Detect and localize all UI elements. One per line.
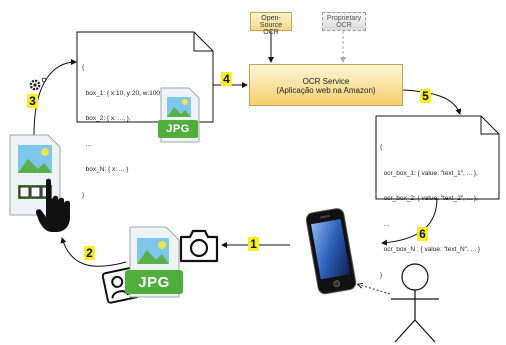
jpg-label-small: JPG	[166, 123, 190, 135]
hand-cursor-icon	[36, 178, 70, 232]
image-file-icon	[158, 87, 200, 143]
boxes-line-5: box_N: { x: ... }	[82, 166, 129, 173]
open-source-ocr-label-line-2: OCR	[263, 29, 279, 36]
step-badge-1: 1	[248, 237, 259, 251]
step-badge-5: 5	[420, 89, 431, 103]
jpg-label-large: JPG	[138, 274, 170, 291]
proprietary-ocr-label-line-1: Proprietary	[326, 15, 362, 22]
ocr-service-box: OCR Service (Aplicação web na Amazon)	[249, 64, 403, 106]
boxes-line-3: box_2: { x: ..., },	[82, 115, 131, 122]
results-line-5: ocr_box_N : { value: "text_N", ... }	[380, 246, 480, 253]
boxes-line-6: }	[82, 191, 85, 199]
results-line-2: ocr_box_1: { value: "text_1", ... },	[380, 169, 478, 177]
boxes-json-text: { box_1: { x:10, y:20, w:100, h: 20 }, b…	[82, 47, 184, 217]
step-badge-3: 3	[27, 94, 38, 108]
results-line-1: {	[380, 144, 383, 151]
boxes-line-1: {	[82, 64, 85, 71]
ocr-results-document	[375, 115, 500, 200]
arrow-step-2	[60, 237, 127, 267]
proprietary-ocr-label-line-2: OCR	[336, 22, 352, 29]
boxes-line-4: ...	[82, 140, 92, 148]
camera-icon	[179, 229, 219, 263]
smartphone-icon	[306, 208, 357, 295]
proprietary-ocr-box: Proprietary OCR	[322, 12, 366, 31]
results-line-4: ...	[380, 220, 390, 228]
ocr-service-title: OCR Service	[302, 77, 350, 86]
arrow-step-5	[402, 89, 462, 115]
arrow-step-3	[33, 59, 77, 136]
ocr-results-text: { ocr_box_1: { value: "text_1", ... }, o…	[380, 127, 480, 297]
image-file-icon	[125, 226, 183, 298]
ocr-service-subtitle: (Aplicação web na Amazon)	[276, 86, 376, 95]
user-interaction-link	[360, 285, 391, 295]
results-line-6: }	[380, 271, 383, 279]
open-source-ocr-label-line-1: Open-Source	[259, 15, 283, 29]
step-badge-4: 4	[221, 72, 232, 86]
step-badge-2: 2	[84, 246, 95, 260]
results-line-3: ocr_box_2: { value: "text_2", ... },	[380, 195, 478, 202]
open-source-ocr-box: Open-Source OCR	[250, 12, 292, 36]
step-badge-6: 6	[417, 227, 428, 241]
stick-figure-icon	[391, 263, 439, 343]
gear-icon	[29, 77, 47, 91]
